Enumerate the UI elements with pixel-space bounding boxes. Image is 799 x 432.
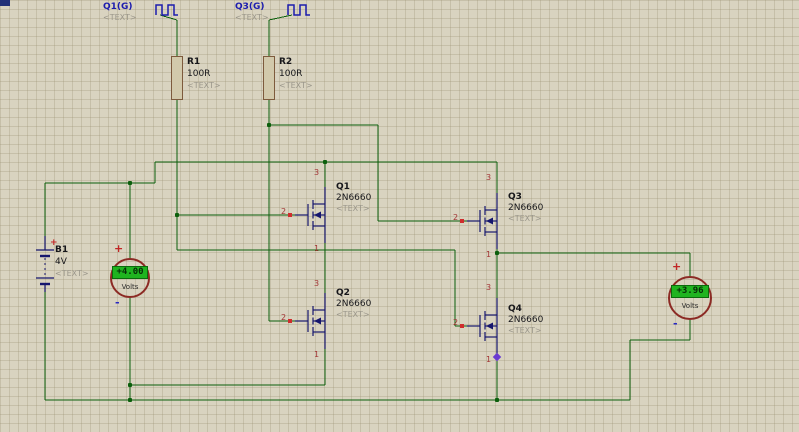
pulse-waveform-icon[interactable] [154,2,180,18]
sheet-border-corner [0,0,10,6]
battery-ref: B1 [55,245,69,255]
q1-pin-source: 1 [314,244,320,253]
generator-q3g-label[interactable]: Q3(G) [235,2,265,12]
q2-text: <TEXT> [336,310,370,319]
voltmeter2-display: +3.96 [671,285,709,298]
voltmeter1-display: +4.00 [112,266,148,279]
resistor-r1-ref: R1 [187,57,201,67]
voltmeter-1[interactable] [110,258,150,298]
q3-pin-gate: 2 [453,213,459,222]
q3-pin-source: 1 [486,250,492,259]
gate-pin-marker [460,219,464,223]
gate-pin-marker [460,324,464,328]
q2-pin-source: 1 [314,350,320,359]
mosfet-q3[interactable] [467,193,511,249]
resistor-r2-value: 100R [279,69,303,79]
mosfet-symbol [467,193,498,249]
voltmeter1-minus: - [115,296,120,309]
generator-q1g-label[interactable]: Q1(G) [103,2,133,12]
voltmeter1-plus: + [114,242,124,255]
battery-text: <TEXT> [55,269,89,278]
mosfet-symbol [467,298,498,354]
resistor-r2-text: <TEXT> [279,81,313,90]
resistor-r1-text: <TEXT> [187,81,221,90]
q1-ref: Q1 [336,182,350,192]
battery-symbol [36,236,54,292]
battery-plus-mark: + [50,238,58,248]
q2-pin-drain: 3 [314,279,320,288]
q4-text: <TEXT> [508,326,542,335]
q3-part: 2N6660 [508,203,544,213]
generator-q1g-text: <TEXT> [103,13,137,22]
q4-pin-drain: 3 [486,283,492,292]
gate-pin-marker [288,213,292,217]
junction-dots [127,122,500,403]
mosfet-q4[interactable] [467,298,511,354]
battery-value: 4V [55,257,67,267]
q1-pin-drain: 3 [314,168,320,177]
resistor-r1[interactable] [171,56,183,100]
voltmeter-2[interactable] [668,276,712,320]
q2-ref: Q2 [336,288,350,298]
q1-text: <TEXT> [336,204,370,213]
q2-pin-gate: 2 [281,313,287,322]
pulse-waveform-icon[interactable] [286,2,312,18]
voltmeter2-minus: - [673,317,678,330]
q4-part: 2N6660 [508,315,544,325]
voltmeter2-unit: Volts [681,302,699,310]
q1-part: 2N6660 [336,193,372,203]
q3-text: <TEXT> [508,214,542,223]
q2-part: 2N6660 [336,299,372,309]
resistor-r2[interactable] [263,56,275,100]
q3-pin-drain: 3 [486,173,492,182]
voltmeter2-plus: + [672,260,682,273]
q4-pin-source: 1 [486,355,492,364]
battery-b1[interactable] [28,236,62,292]
q1-pin-gate: 2 [281,207,287,216]
q4-pin-gate: 2 [453,318,459,327]
generator-q3g-text: <TEXT> [235,13,269,22]
mosfet-symbol [295,293,326,349]
q3-ref: Q3 [508,192,522,202]
resistor-r2-ref: R2 [279,57,293,67]
q4-ref: Q4 [508,304,522,314]
resistor-r1-value: 100R [187,69,211,79]
mosfet-symbol [295,187,326,243]
mosfet-q2[interactable] [295,293,339,349]
voltmeter1-unit: Volts [121,283,139,291]
mosfet-q1[interactable] [295,187,339,243]
gate-pin-marker [288,319,292,323]
